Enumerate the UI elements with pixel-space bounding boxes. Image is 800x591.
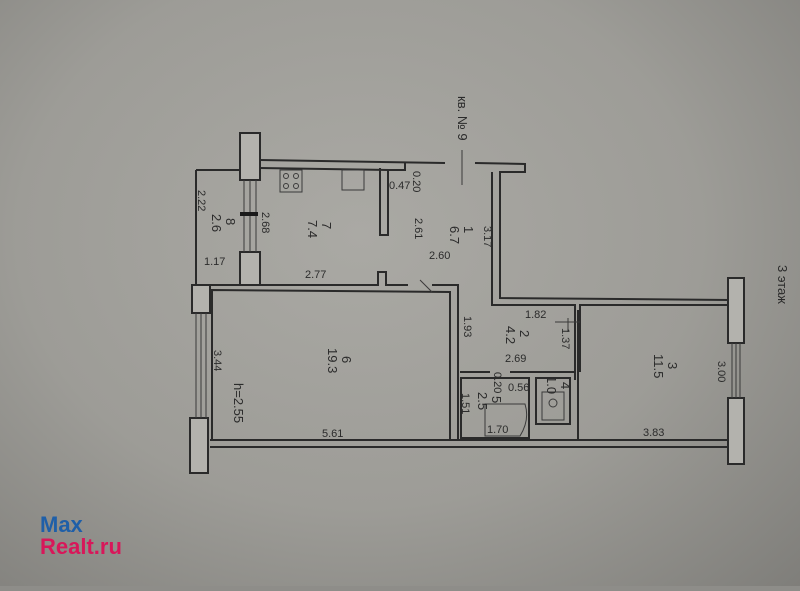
watermark-line1: Max: [40, 512, 83, 537]
toilet-icon: [541, 391, 565, 421]
room6-pier-bottom: [189, 417, 209, 474]
room-1-area: 6.7: [447, 226, 462, 244]
dim-2-60: 2.60: [429, 250, 450, 262]
room3-window: [731, 343, 741, 398]
dim-5-61: 5.61: [322, 428, 343, 440]
dim-0-47: 0.47: [389, 180, 410, 192]
watermark-line2: Realt.ru: [40, 534, 122, 559]
dim-1-70: 1.70: [487, 424, 508, 436]
room6-pier-top: [191, 284, 211, 314]
bathroom-outline: [460, 377, 530, 439]
room-8-area: 2.6: [209, 214, 224, 232]
corridor-walls: [491, 172, 730, 372]
dim-3-17: 3.17: [481, 226, 493, 247]
floor-label: 3 этаж: [775, 265, 790, 304]
dim-2-61: 2.61: [412, 218, 424, 239]
sink-icon: [341, 169, 365, 191]
window-pier-bottom: [239, 251, 261, 286]
room-1-number: 1: [461, 226, 476, 233]
room-7-area: 7.4: [305, 220, 320, 238]
room6-window: [195, 313, 207, 418]
dim-2-22: 2.22: [195, 190, 207, 211]
room-3-number: 3: [665, 362, 680, 369]
bath-top-wall: [460, 371, 576, 380]
dim-1-51: 1.51: [459, 393, 471, 414]
ceiling-height: h=2.55: [231, 383, 246, 423]
room-8-number: 8: [223, 218, 238, 225]
dim-3-44: 3.44: [211, 350, 223, 371]
hall-walls: [388, 162, 731, 301]
outer-bottom-wall: [210, 439, 730, 448]
dim-0-20-bath: 0.20: [491, 372, 503, 393]
balcony-door: [240, 212, 258, 216]
room3-pier-top: [727, 277, 745, 344]
dim-1-17: 1.17: [204, 256, 225, 268]
toilet-outline: [535, 377, 571, 425]
dim-2-77: 2.77: [305, 269, 326, 281]
room3-pier-bottom: [727, 397, 745, 465]
room-4-area: 1.0: [544, 376, 559, 394]
dim-2-68: 2.68: [259, 212, 271, 233]
room-4-number: 4: [558, 382, 573, 389]
room-labels: 1 6.7 2 4.2 3 11.5 4 1.0 5 2.5 6 19.3 7 …: [209, 214, 680, 410]
dim-1-37: 1.37: [559, 328, 571, 349]
room-6-area: 19.3: [325, 348, 340, 373]
dim-1-82: 1.82: [525, 309, 546, 321]
walls: [189, 132, 745, 474]
watermark-logo: Max Realt.ru: [40, 514, 122, 558]
door-markers: [419, 150, 580, 332]
room-2-area: 4.2: [503, 326, 518, 344]
dim-0-56: 0.56: [508, 382, 529, 394]
apartment-label: кв. № 9: [455, 96, 470, 141]
room-7-number: 7: [319, 222, 334, 229]
kitchen-top-wall: [259, 159, 446, 236]
toilet-bowl-icon: [548, 398, 558, 408]
room-5-area: 2.5: [475, 392, 490, 410]
stove-icon: [279, 169, 303, 193]
dim-3-00: 3.00: [715, 361, 727, 382]
dim-2-69: 2.69: [505, 353, 526, 365]
room-6-number: 6: [339, 356, 354, 363]
dimension-labels: 2.22 2.68 1.17 2.77 0.47 0.20 2.61 2.60 …: [195, 171, 727, 440]
dim-0-20-hall: 0.20: [410, 171, 422, 192]
room6-top-wall: [258, 271, 459, 440]
room-2-number: 2: [517, 330, 532, 337]
room-3-area: 11.5: [651, 354, 666, 378]
window-pier-top: [239, 132, 261, 181]
dim-3-83: 3.83: [643, 427, 664, 439]
room-5-number: 5: [489, 396, 504, 403]
bathtub-icon: [484, 403, 528, 437]
stove-burners: [283, 173, 299, 189]
dim-1-93: 1.93: [461, 316, 473, 337]
